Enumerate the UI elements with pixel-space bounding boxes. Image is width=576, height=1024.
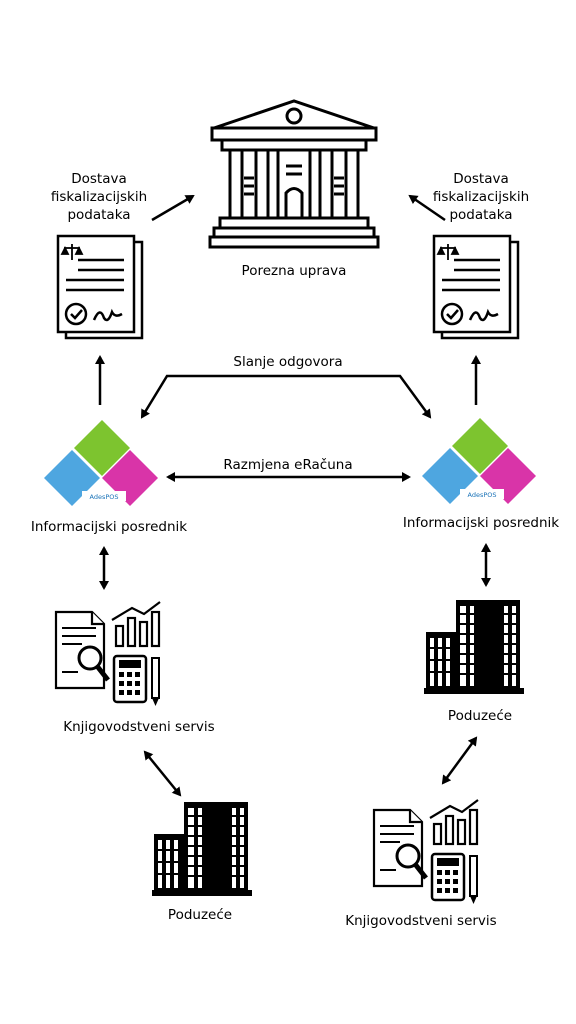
arrow-left-to-tax — [151, 194, 195, 222]
company-label-right: Poduzeće — [447, 708, 513, 724]
intermediary-label-left: Informacijski posrednik — [30, 519, 188, 535]
delivery-left-line1: Dostava — [71, 171, 127, 187]
delivery-right-line3: podataka — [449, 207, 513, 223]
logo-text: AdesPOS — [89, 493, 118, 501]
intermediary-label-right: Informacijski posrednik — [402, 515, 560, 531]
buildings-icon — [152, 802, 252, 896]
document-seal-icon — [432, 234, 520, 340]
delivery-left-line3: podataka — [67, 207, 131, 223]
bank-icon — [208, 99, 380, 249]
logo-text: AdesPOS — [467, 491, 496, 499]
accounting-icon — [372, 799, 479, 904]
accounting-label-left: Knjigovodstveni servis — [63, 719, 215, 735]
document-seal-icon — [56, 234, 144, 340]
delivery-right-line2: fiskalizacijskih — [432, 189, 530, 205]
intermediary-logo-icon: AdesPOS — [422, 418, 536, 504]
delivery-label-left: Dostava fiskalizacijskih podataka — [24, 170, 174, 224]
arrow-left-acc-comp — [143, 750, 182, 797]
exchange-label: Razmjena eRačuna — [223, 457, 353, 473]
arrow-right-comp-acc — [441, 736, 478, 785]
arrow-right-to-tax — [408, 194, 446, 222]
delivery-label-right: Dostava fiskalizacijskih podataka — [406, 170, 556, 224]
tax-authority-label: Porezna uprava — [241, 263, 347, 279]
buildings-icon — [424, 600, 524, 694]
response-label: Slanje odgovora — [233, 354, 343, 370]
delivery-left-line2: fiskalizacijskih — [50, 189, 148, 205]
company-label-left: Poduzeće — [167, 907, 233, 923]
response-path — [140, 374, 432, 419]
accounting-label-right: Knjigovodstveni servis — [345, 913, 497, 929]
delivery-right-line1: Dostava — [453, 171, 509, 187]
accounting-icon — [54, 601, 161, 706]
intermediary-logo-icon: AdesPOS — [44, 420, 158, 506]
